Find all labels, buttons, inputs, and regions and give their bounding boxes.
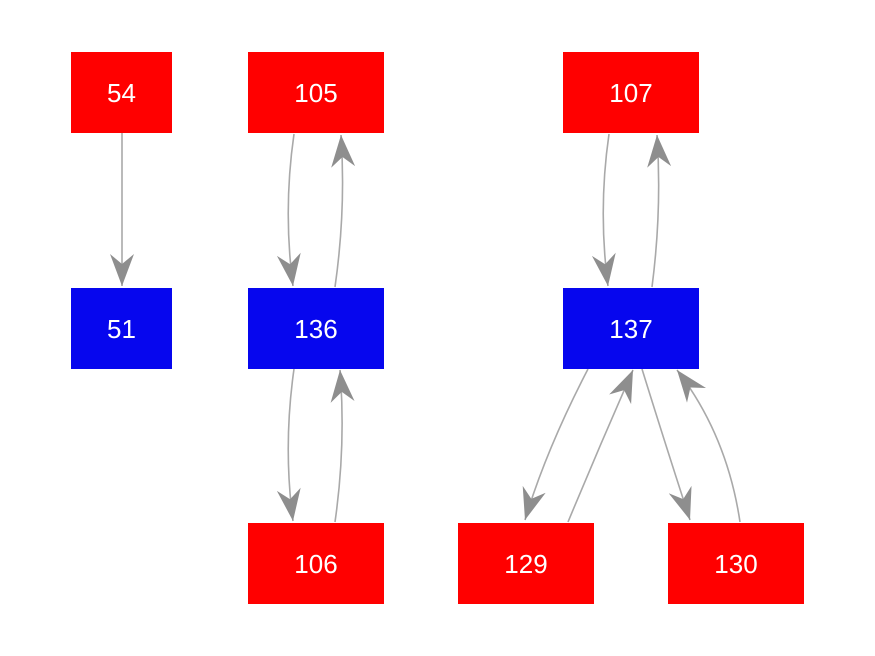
- node-rect[interactable]: [668, 523, 804, 604]
- graph-node-129[interactable]: 129: [458, 523, 594, 604]
- node-rect[interactable]: [71, 288, 172, 369]
- graph-edge-105-136: [276, 133, 301, 287]
- graph-node-105[interactable]: 105: [248, 52, 384, 133]
- graph-edge-136-106: [276, 368, 301, 522]
- node-rect[interactable]: [458, 523, 594, 604]
- graph-edge-107-137: [591, 133, 616, 287]
- nodes-layer: 54 105 107 51 136 137 106 129 130: [71, 52, 804, 604]
- graph-edge-137-130: [641, 368, 692, 521]
- graph-edge-130-137: [676, 369, 741, 523]
- graph-edge-129-137: [567, 369, 634, 523]
- node-rect[interactable]: [563, 288, 699, 369]
- graph-edge-137-107: [647, 134, 672, 288]
- edges-layer: [110, 133, 741, 523]
- graph-node-106[interactable]: 106: [248, 523, 384, 604]
- graph-node-136[interactable]: 136: [248, 288, 384, 369]
- node-rect[interactable]: [71, 52, 172, 133]
- node-rect[interactable]: [563, 52, 699, 133]
- graph-node-107[interactable]: 107: [563, 52, 699, 133]
- graph-edge-136-105: [331, 134, 356, 288]
- graph-node-54[interactable]: 54: [71, 52, 172, 133]
- graph-node-130[interactable]: 130: [668, 523, 804, 604]
- graph-edge-106-136: [330, 369, 355, 523]
- graph-node-51[interactable]: 51: [71, 288, 172, 369]
- graph-node-137[interactable]: 137: [563, 288, 699, 369]
- node-rect[interactable]: [248, 523, 384, 604]
- graph-edge-137-129: [522, 368, 589, 521]
- node-rect[interactable]: [248, 288, 384, 369]
- node-rect[interactable]: [248, 52, 384, 133]
